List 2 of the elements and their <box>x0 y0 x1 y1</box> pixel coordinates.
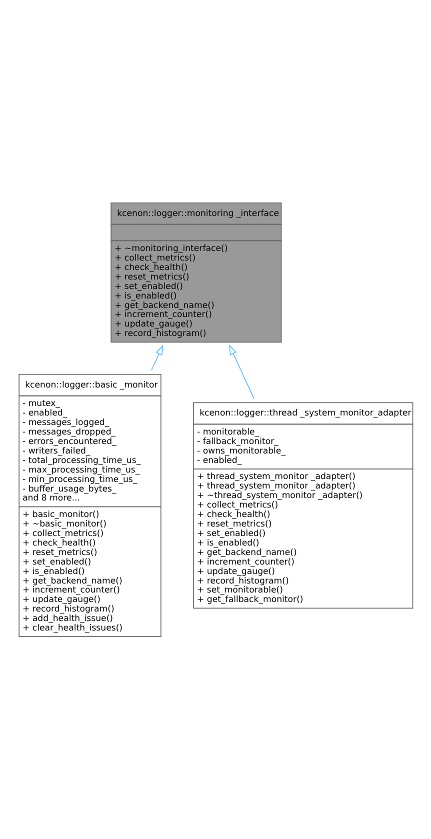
arrow <box>228 344 254 399</box>
arrow <box>150 344 164 371</box>
